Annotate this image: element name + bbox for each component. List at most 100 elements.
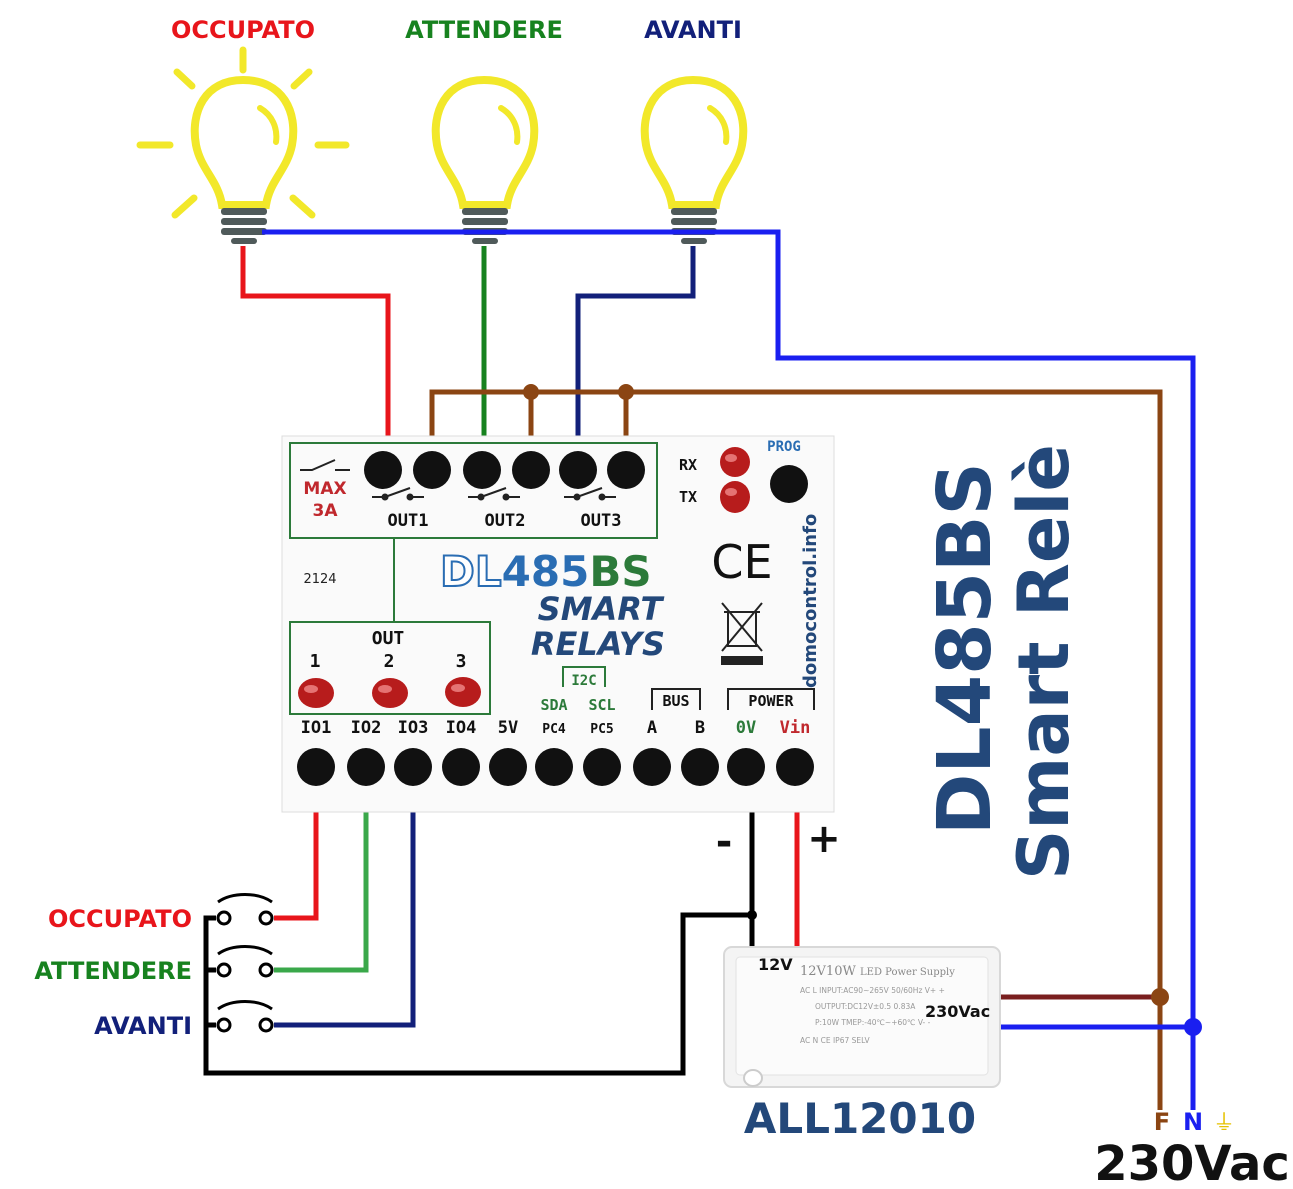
brand-logo: DL485BS	[440, 547, 652, 596]
lamp-label-occupato: OCCUPATO	[171, 16, 315, 44]
tx-led-icon	[720, 481, 750, 513]
terminal-label-io3: IO3	[398, 718, 429, 738]
terminal-5v[interactable]	[489, 748, 527, 786]
dl485bs-module: MAX 3A OUT1 OUT2 OUT3 RX TX	[281, 435, 835, 813]
ce-mark: CE	[711, 535, 772, 589]
neutral-wire	[262, 229, 1196, 1110]
terminal-0v[interactable]	[727, 748, 765, 786]
lamp-avanti-icon	[640, 75, 748, 244]
out-led-3-label: 3	[456, 651, 467, 672]
minus-sign: -	[716, 819, 733, 865]
io2-wire	[274, 812, 369, 973]
terminal-label-pc5: PC5	[590, 722, 613, 737]
switch-label-occupato: OCCUPATO	[48, 905, 192, 933]
terminal-pc5[interactable]	[583, 748, 621, 786]
out3-label: OUT3	[581, 511, 622, 531]
brand-bs: BS	[589, 547, 651, 596]
bus-label: BUS	[662, 692, 689, 710]
psu-print-line1: AC L INPUT:AC90~265V 50/60Hz V+ +	[800, 986, 945, 995]
rx-led-icon	[720, 447, 750, 477]
psu-print-sub: LED Power Supply	[860, 967, 955, 978]
i2c-label: I2C	[571, 673, 596, 689]
power-supply: 12V 12V10W LED Power Supply AC L INPUT:A…	[723, 946, 1001, 1088]
serial-number: 2124	[303, 572, 336, 587]
website: domocontrol.info	[800, 514, 821, 688]
terminal-label-a: A	[647, 718, 657, 738]
lamp-avanti-wire	[575, 246, 696, 436]
brand-dl: DL	[440, 547, 502, 596]
psu-12v-label: 12V	[758, 955, 793, 974]
input-terminals[interactable]	[297, 748, 814, 786]
output-terminals[interactable]	[364, 451, 645, 489]
lamp-attendere-icon	[431, 75, 539, 244]
out-led-2-icon	[372, 678, 408, 708]
i2c-bracket	[562, 666, 606, 687]
psu-230v-label: 230Vac	[925, 1002, 990, 1021]
terminal-io4[interactable]	[442, 748, 480, 786]
switch-occupato[interactable]	[216, 893, 274, 926]
lamp-label-avanti: AVANTI	[644, 16, 742, 44]
bus-bracket	[651, 688, 701, 710]
mains-junction-n	[1184, 1018, 1202, 1036]
terminal-label-pc4: PC4	[542, 722, 566, 737]
out-led-box	[289, 621, 491, 715]
psu-print-title: 12V10W	[800, 964, 856, 979]
out-led-1-icon	[298, 678, 334, 708]
phase-wire	[429, 389, 1163, 1110]
max-value: 3A	[313, 501, 339, 521]
switch-avanti[interactable]	[216, 1000, 274, 1033]
side-title-line2: Smart Relè	[1003, 444, 1085, 880]
switch-label-attendere: ATTENDERE	[34, 957, 192, 985]
psu-print-line3: P:10W TMEP:-40℃~+60℃ V- -	[815, 1018, 931, 1027]
plus-sign: +	[807, 816, 841, 862]
io1-wire	[274, 812, 319, 921]
phase-junction	[618, 384, 634, 400]
terminal-b[interactable]	[681, 748, 719, 786]
terminal-io3[interactable]	[394, 748, 432, 786]
mains-voltage: 230Vac	[1094, 1136, 1290, 1189]
scl-label: SCL	[588, 696, 615, 714]
phase-junction	[523, 384, 539, 400]
terminal-label-5v: 5V	[498, 718, 518, 738]
lamp-label-attendere: ATTENDERE	[405, 16, 563, 44]
power-bracket	[727, 688, 815, 710]
ground-wire	[203, 812, 755, 1076]
weee-bin-icon	[721, 602, 763, 665]
terminal-io2[interactable]	[347, 748, 385, 786]
psu-print-line2: OUTPUT:DC12V±0.5 0.83A	[815, 1002, 916, 1011]
mains-f-label: F	[1154, 1108, 1170, 1136]
terminal-label-io2: IO2	[351, 718, 382, 738]
sda-label: SDA	[540, 696, 567, 714]
terminal-vin[interactable]	[776, 748, 814, 786]
prog-button[interactable]	[770, 465, 808, 503]
psu-print-line4: AC N CE IP67 SELV	[800, 1036, 870, 1045]
io3-wire	[274, 812, 416, 1028]
lamp-occupato-wire	[240, 246, 391, 436]
brand-smart: SMART	[538, 590, 665, 628]
earth-icon: ⏚	[1213, 1111, 1235, 1136]
mains-junction-f	[1151, 988, 1169, 1006]
out-box-title: OUT	[372, 628, 405, 649]
switch-attendere[interactable]	[216, 945, 274, 978]
out-led-3-icon	[445, 677, 481, 707]
terminal-label-io4: IO4	[446, 718, 477, 738]
terminal-label-0v: 0V	[736, 718, 756, 738]
terminal-io1[interactable]	[297, 748, 335, 786]
brand-relays: RELAYS	[531, 625, 665, 663]
ground-junction	[747, 910, 757, 920]
brand-485: 485	[502, 547, 590, 596]
switch-label-avanti: AVANTI	[94, 1012, 192, 1040]
terminal-pc4[interactable]	[535, 748, 573, 786]
terminal-label-io1: IO1	[301, 718, 332, 738]
terminal-a[interactable]	[633, 748, 671, 786]
terminal-label-b: B	[695, 718, 705, 738]
out-led-2-label: 2	[384, 651, 395, 672]
side-title-line1: DL485BS	[922, 462, 1008, 835]
lamp-occupato-icon	[136, 46, 350, 244]
out1-label: OUT1	[388, 511, 429, 531]
rx-label: RX	[679, 456, 697, 474]
max-label: MAX	[303, 479, 346, 499]
psu-model: ALL12010	[744, 1094, 976, 1143]
